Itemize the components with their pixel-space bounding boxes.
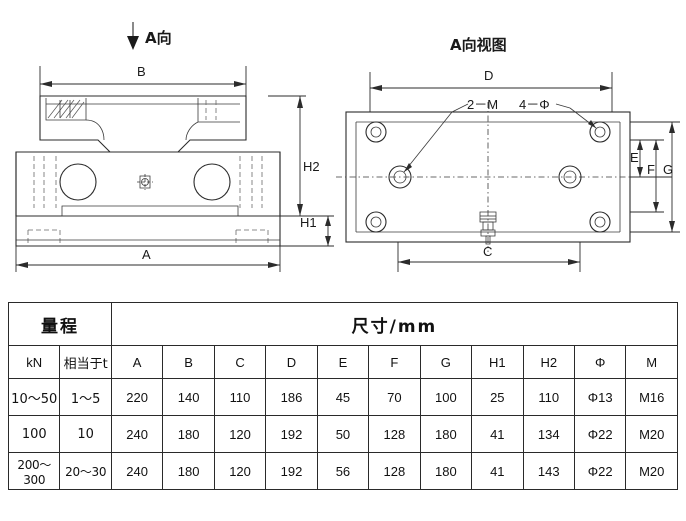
technical-drawing: A向 A向视图 B A H2 H1 D C E F G 2－M 4－Φ	[15, 22, 680, 272]
col-header-t: 相当于t	[59, 345, 112, 379]
drawing-svg	[15, 22, 680, 272]
cell-m: M20	[625, 452, 678, 490]
cell-phi: Φ22	[573, 415, 627, 453]
cell-h1: 25	[471, 378, 524, 416]
table-row: 200～300 20～30 240 180 120 192 56 128 180…	[7, 452, 678, 490]
col-header-e: E	[316, 345, 370, 379]
cell-h1: 41	[471, 452, 524, 490]
cell-m: M16	[625, 378, 678, 416]
cell-b: 180	[162, 415, 215, 453]
cell-h1: 41	[471, 415, 524, 453]
cell-a: 240	[110, 452, 164, 490]
cell-e: 50	[316, 415, 370, 453]
view-direction-arrow	[127, 22, 139, 50]
dim-label-A: A	[142, 247, 151, 262]
dim-label-G: G	[663, 162, 674, 177]
dim-label-H1: H1	[300, 215, 317, 230]
col-header-g: G	[419, 345, 473, 379]
col-header-h2: H2	[522, 345, 575, 379]
dim-label-B: B	[137, 64, 146, 79]
cell-t: 20～30	[59, 452, 112, 490]
table-row: 10～50 1～5 220 140 110 186 45 70 100 25 1…	[7, 378, 678, 416]
cell-kn: 10～50	[7, 378, 61, 416]
col-header-m: M	[625, 345, 678, 379]
col-header-d: D	[265, 345, 318, 379]
table-column-header-row: kN 相当于t A B C D E F G H1 H2 Φ M	[7, 345, 678, 379]
cell-h2: 134	[522, 415, 575, 453]
table-row: 100 10 240 180 120 192 50 128 180 41 134…	[7, 415, 678, 453]
cell-d: 186	[265, 378, 318, 416]
dim-label-H2: H2	[303, 159, 320, 174]
cell-b: 180	[162, 452, 215, 490]
cell-t: 10	[59, 415, 112, 453]
group-header-range: 量程	[8, 302, 112, 346]
cell-phi: Φ13	[573, 378, 627, 416]
col-header-c: C	[213, 345, 267, 379]
col-header-kn: kN	[7, 345, 61, 379]
col-header-a: A	[110, 345, 164, 379]
cell-f: 128	[368, 452, 421, 490]
cell-b: 140	[162, 378, 215, 416]
cell-f: 70	[368, 378, 421, 416]
view-a-title: A向视图	[450, 36, 507, 54]
col-header-phi: Φ	[573, 345, 627, 379]
cell-g: 180	[419, 415, 473, 453]
cell-phi: Φ22	[573, 452, 627, 490]
table-group-header-row: 量程 尺寸/mm	[8, 302, 679, 346]
cell-kn: 200～300	[7, 452, 61, 490]
cell-t: 1～5	[59, 378, 112, 416]
cell-h2: 110	[522, 378, 575, 416]
col-header-h1: H1	[471, 345, 524, 379]
cell-d: 192	[265, 452, 318, 490]
cell-e: 45	[316, 378, 370, 416]
callout-2m: 2－M	[467, 97, 499, 112]
cell-d: 192	[265, 415, 318, 453]
cell-f: 128	[368, 415, 421, 453]
view-direction-label: A向	[145, 29, 172, 47]
col-header-f: F	[368, 345, 421, 379]
callout-4phi: 4－Φ	[519, 97, 550, 112]
cell-g: 180	[419, 452, 473, 490]
cell-m: M20	[625, 415, 678, 453]
spec-table: 量程 尺寸/mm kN 相当于t A B C D E F G H1 H2 Φ M…	[7, 302, 679, 490]
cell-e: 56	[316, 452, 370, 490]
cell-c: 110	[213, 378, 267, 416]
cell-g: 100	[419, 378, 473, 416]
cell-a: 220	[110, 378, 164, 416]
dim-label-F: F	[647, 162, 655, 177]
cell-c: 120	[213, 415, 267, 453]
dim-label-C: C	[483, 244, 493, 259]
cell-c: 120	[213, 452, 267, 490]
dim-label-D: D	[484, 68, 494, 83]
dim-label-E: E	[630, 150, 639, 165]
cell-a: 240	[110, 415, 164, 453]
cell-h2: 143	[522, 452, 575, 490]
group-header-dimensions: 尺寸/mm	[110, 302, 679, 346]
cell-kn: 100	[7, 415, 61, 453]
col-header-b: B	[162, 345, 215, 379]
